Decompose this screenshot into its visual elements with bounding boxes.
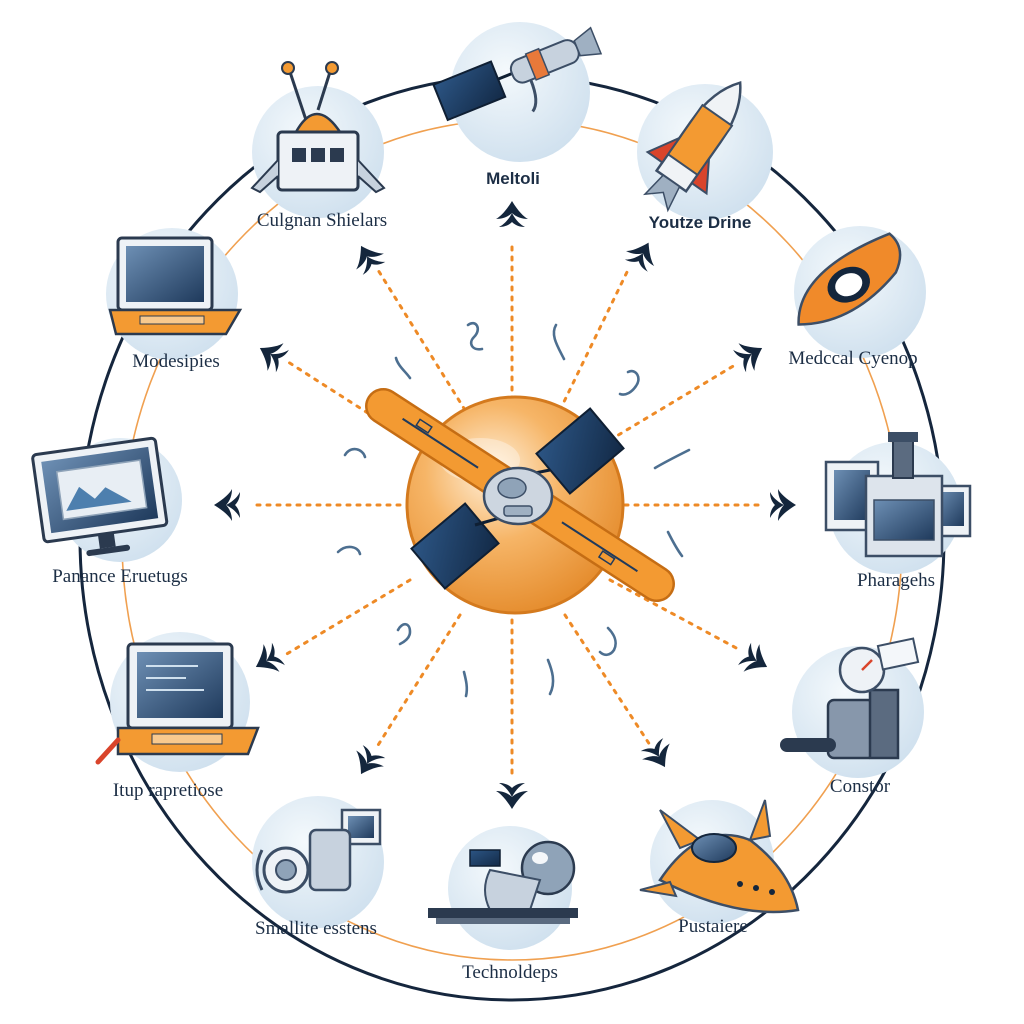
monitor-equipment-icon: [824, 432, 972, 558]
node-label-left-upper: Modesipies: [132, 351, 220, 372]
node-label-right: Pharagehs: [857, 570, 935, 591]
node-top-right[interactable]: Youtze Drine: [627, 62, 773, 232]
node-top[interactable]: Meltoli: [432, 22, 611, 188]
node-right-lower[interactable]: Constor: [780, 637, 924, 797]
node-bottom-right[interactable]: Pustaiere: [639, 799, 800, 937]
engine-machine-icon: [255, 808, 382, 894]
lander-robot-icon: [250, 61, 386, 194]
node-right[interactable]: Pharagehs: [824, 432, 972, 591]
node-top-left[interactable]: Culgnan Shielars: [250, 61, 387, 231]
satellite-icon: [365, 387, 675, 603]
node-label-bottom-right: Pustaiere: [678, 916, 748, 937]
node-left[interactable]: Panance Eruetugs: [31, 436, 188, 587]
node-label-bottom: Technoldeps: [462, 962, 558, 983]
node-bottom-left[interactable]: Smallite esstens: [252, 796, 384, 939]
laptop-code-icon: [95, 642, 260, 765]
node-label-left-lower: Itup rapretiose: [113, 780, 223, 801]
node-label-top-left: Culgnan Shielars: [257, 210, 387, 231]
node-label-bottom-left: Smallite esstens: [255, 918, 377, 939]
node-label-right-lower: Constor: [830, 776, 891, 797]
node-label-top: Meltoli: [486, 169, 540, 188]
desktop-monitor-icon: [31, 436, 169, 557]
node-right-upper[interactable]: Medccal Cyenop: [780, 226, 926, 369]
node-left-upper[interactable]: Modesipies: [106, 228, 243, 372]
node-bottom[interactable]: Technoldeps: [428, 826, 578, 983]
laptop-icon: [108, 236, 243, 336]
node-label-top-right: Youtze Drine: [649, 213, 752, 232]
gauge-machine-icon: [780, 637, 920, 760]
node-left-lower[interactable]: Itup rapretiose: [95, 632, 260, 801]
satellite-icon: [432, 26, 603, 122]
node-label-right-upper: Medccal Cyenop: [788, 348, 917, 369]
spacecraft-pod-icon: [797, 232, 902, 326]
telescope-icon: [428, 840, 578, 924]
spoke-lines: [248, 238, 762, 777]
spaceship-icon: [639, 799, 800, 914]
node-label-left: Panance Eruetugs: [52, 566, 188, 587]
rocket-icon: [642, 81, 742, 213]
signal-wave-marks: [336, 321, 691, 698]
center-hub: [365, 387, 675, 615]
